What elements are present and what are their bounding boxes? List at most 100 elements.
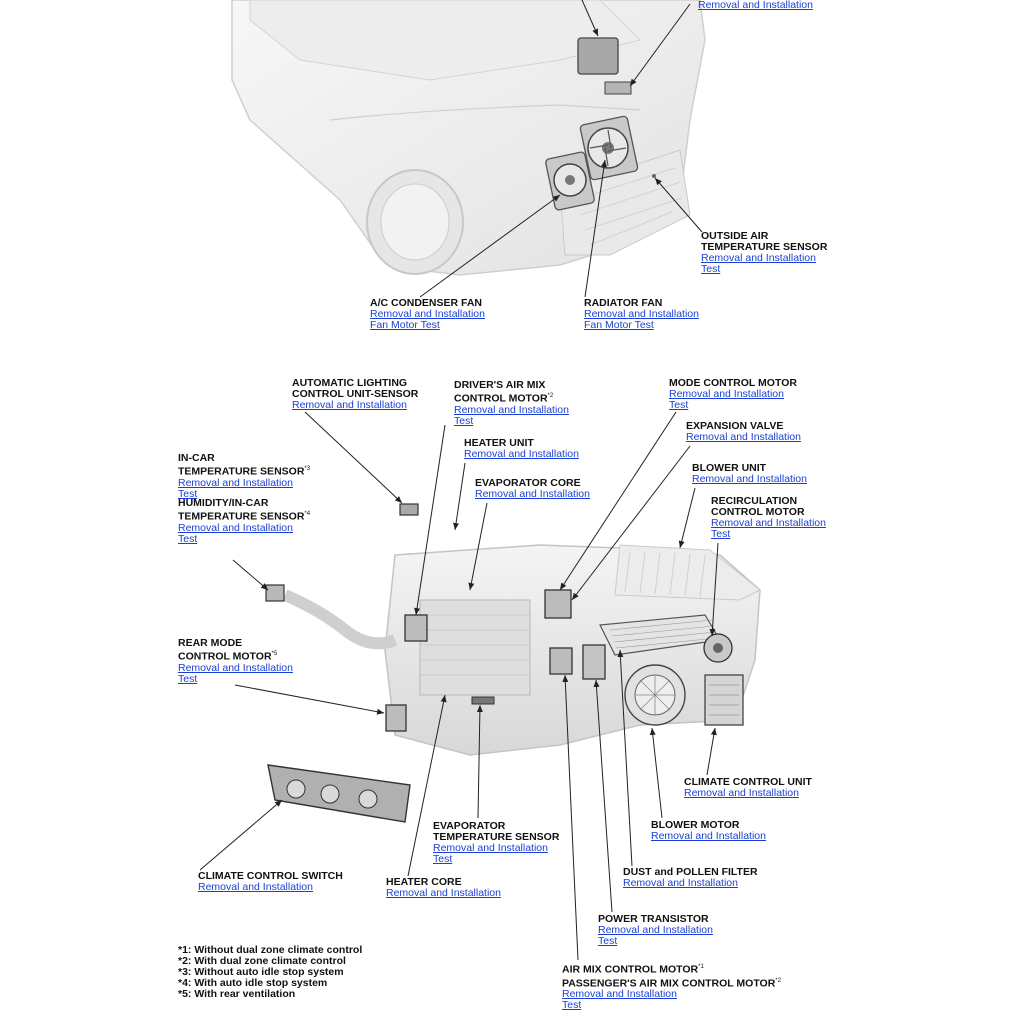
removal-installation-link[interactable]: Removal and Installation — [386, 887, 501, 899]
car-front-illustration — [231, 0, 706, 276]
footnote-marker: *4 — [304, 511, 311, 517]
leader-lines-bottom — [199, 411, 719, 961]
callout-title-text: DRIVER'S AIR MIX CONTROL MOTOR — [454, 379, 548, 405]
callout-mode-control-motor: MODE CONTROL MOTOR Removal and Installat… — [669, 378, 797, 411]
test-link[interactable]: Test — [178, 487, 198, 500]
callout-title: A/C CONDENSER FAN — [370, 297, 483, 309]
test-link[interactable]: Test — [454, 414, 474, 427]
callout-blower-motor: BLOWER MOTOR Removal and Installation — [651, 820, 766, 842]
removal-installation-link[interactable]: Removal and Installation — [701, 252, 816, 264]
callout-title: DRIVER'S AIR MIX CONTROL MOTOR*2 — [454, 380, 569, 405]
callout-air-mix-control-motor: AIR MIX CONTROL MOTOR*1 PASSENGER'S AIR … — [562, 962, 781, 1011]
callout-title: IN-CAR TEMPERATURE SENSOR*3 — [178, 453, 310, 478]
callout-rear-mode-control-motor: REAR MODE CONTROL MOTOR*5 Removal and In… — [178, 638, 293, 685]
callout-evaporator-core: EVAPORATOR CORE Removal and Installation — [475, 478, 590, 500]
callout-title: MODE CONTROL MOTOR — [669, 377, 797, 389]
callout-title: REAR MODE CONTROL MOTOR*5 — [178, 638, 293, 663]
callout-title-text: REAR MODE CONTROL MOTOR — [178, 637, 272, 663]
callout-title: AIR MIX CONTROL MOTOR*1 — [562, 962, 781, 976]
callout-title: HUMIDITY/IN-CAR TEMPERATURE SENSOR*4 — [178, 498, 310, 523]
callout-humidity-in-car-temperature-sensor: HUMIDITY/IN-CAR TEMPERATURE SENSOR*4 Rem… — [178, 498, 310, 545]
engine-bay-module — [577, 37, 632, 95]
footnote-marker: *2 — [775, 977, 781, 984]
removal-installation-link[interactable]: Removal and Installation — [178, 476, 293, 489]
callout-title: HEATER CORE — [386, 876, 462, 888]
removal-installation-link[interactable]: Removal and Installation — [598, 924, 713, 936]
removal-installation-link[interactable]: Removal and Installation — [178, 521, 293, 534]
callout-ac-condenser-fan: A/C CONDENSER FAN Removal and Installati… — [370, 298, 485, 331]
removal-installation-link[interactable]: Removal and Installation — [711, 517, 826, 529]
footnote-marker: *5 — [271, 651, 278, 657]
callout-title-text: AIR MIX CONTROL MOTOR — [562, 963, 699, 976]
fan-motor-test-link[interactable]: Fan Motor Test — [370, 319, 440, 331]
removal-installation-link[interactable]: Removal and Installation — [651, 830, 766, 842]
callout-title: CLIMATE CONTROL UNIT — [684, 776, 812, 788]
removal-installation-link[interactable]: Removal and Installation — [370, 308, 485, 320]
callout-heater-unit: HEATER UNIT Removal and Installation — [464, 438, 579, 460]
removal-installation-link[interactable]: Removal and Installation — [292, 399, 407, 411]
top-removal-installation-link[interactable]: Removal and Installation — [698, 0, 813, 11]
callout-title: POWER TRANSISTOR — [598, 913, 709, 925]
callout-title: AUTOMATIC LIGHTING CONTROL UNIT-SENSOR — [292, 377, 419, 400]
footnote-marker: *3 — [304, 466, 311, 472]
callout-climate-control-unit: CLIMATE CONTROL UNIT Removal and Install… — [684, 777, 812, 799]
callout-heater-core: HEATER CORE Removal and Installation — [386, 877, 501, 899]
removal-installation-link[interactable]: Removal and Installation — [178, 661, 293, 674]
footnote: *3: Without auto idle stop system — [178, 966, 344, 978]
callout-title: DUST and POLLEN FILTER — [623, 866, 758, 878]
removal-installation-link[interactable]: Removal and Installation — [584, 308, 699, 320]
removal-installation-link[interactable]: Removal and Installation — [623, 877, 738, 889]
top-removal-link-container: Removal and Installation — [698, 0, 813, 11]
callout-expansion-valve: EXPANSION VALVE Removal and Installation — [686, 421, 801, 443]
callout-title-text: IN-CAR TEMPERATURE SENSOR — [178, 452, 305, 478]
test-link[interactable]: Test — [433, 853, 453, 865]
radiator-fan-part — [579, 115, 639, 181]
callout-title: BLOWER UNIT — [692, 462, 767, 474]
removal-installation-link[interactable]: Removal and Installation — [464, 448, 579, 460]
callout-outside-air-temperature-sensor: OUTSIDE AIR TEMPERATURE SENSOR Removal a… — [701, 231, 827, 275]
footnotes: *1: Without dual zone climate control *2… — [178, 945, 362, 1000]
removal-installation-link[interactable]: Removal and Installation — [669, 388, 784, 400]
callout-title: EVAPORATOR TEMPERATURE SENSOR — [433, 820, 560, 843]
test-link[interactable]: Test — [711, 528, 731, 540]
footnote-marker: *2 — [547, 393, 554, 399]
removal-installation-link[interactable]: Removal and Installation — [475, 488, 590, 500]
test-link[interactable]: Test — [178, 532, 198, 545]
callout-title: BLOWER MOTOR — [651, 819, 740, 831]
callout-title: EVAPORATOR CORE — [475, 477, 581, 489]
test-link[interactable]: Test — [669, 399, 689, 411]
callout-title-secondary: PASSENGER'S AIR MIX CONTROL MOTOR*2 — [562, 976, 781, 990]
test-link[interactable]: Test — [178, 672, 198, 685]
callout-title-text: PASSENGER'S AIR MIX CONTROL MOTOR — [562, 977, 776, 989]
removal-installation-link[interactable]: Removal and Installation — [198, 881, 313, 893]
callout-title: RADIATOR FAN — [584, 297, 663, 309]
footnote: *2: With dual zone climate control — [178, 955, 346, 967]
removal-installation-link[interactable]: Removal and Installation — [684, 787, 799, 799]
callout-recirculation-control-motor: RECIRCULATION CONTROL MOTOR Removal and … — [711, 496, 826, 540]
removal-installation-link[interactable]: Removal and Installation — [686, 431, 801, 443]
leader-lines-top — [419, 0, 703, 298]
callout-climate-control-switch: CLIMATE CONTROL SWITCH Removal and Insta… — [198, 871, 343, 893]
callout-in-car-temperature-sensor: IN-CAR TEMPERATURE SENSOR*3 Removal and … — [178, 453, 310, 500]
callout-title: CLIMATE CONTROL SWITCH — [198, 870, 343, 882]
removal-installation-link[interactable]: Removal and Installation — [454, 403, 569, 416]
callout-title: EXPANSION VALVE — [686, 420, 784, 432]
callout-radiator-fan: RADIATOR FAN Removal and Installation Fa… — [584, 298, 699, 331]
callout-drivers-air-mix-control-motor: DRIVER'S AIR MIX CONTROL MOTOR*2 Removal… — [454, 380, 569, 427]
footnote: *4: With auto idle stop system — [178, 977, 328, 989]
test-link[interactable]: Test — [562, 999, 582, 1011]
climate-control-switch-panel — [267, 764, 411, 823]
removal-installation-link[interactable]: Removal and Installation — [562, 988, 677, 1000]
footnote: *1: Without dual zone climate control — [178, 944, 363, 956]
callout-title: HEATER UNIT — [464, 437, 534, 449]
callout-automatic-lighting-control-unit-sensor: AUTOMATIC LIGHTING CONTROL UNIT-SENSOR R… — [292, 378, 418, 411]
fan-motor-test-link[interactable]: Fan Motor Test — [584, 319, 654, 331]
removal-installation-link[interactable]: Removal and Installation — [433, 842, 548, 854]
test-link[interactable]: Test — [598, 935, 618, 947]
removal-installation-link[interactable]: Removal and Installation — [692, 473, 807, 485]
blower-motor-part — [624, 664, 686, 726]
callout-title: OUTSIDE AIR TEMPERATURE SENSOR — [701, 230, 828, 253]
test-link[interactable]: Test — [701, 263, 721, 275]
footnote-marker: *1 — [698, 964, 704, 970]
